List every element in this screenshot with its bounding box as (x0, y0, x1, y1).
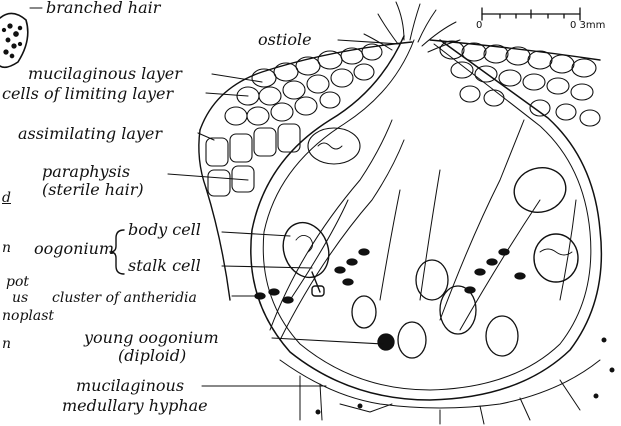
leader-limiting-layer (206, 93, 248, 96)
label-ostiole: ostiole (258, 32, 312, 48)
label-cells-of-limiting-layer: cells of limiting layer (2, 86, 173, 102)
medullary-hyphae (280, 338, 614, 424)
label-medullary-hyphae: medullary hyphae (62, 398, 208, 414)
leader-body-cell (222, 232, 290, 236)
label-mucilaginous: mucilaginous (76, 378, 184, 394)
scale-bar (482, 8, 580, 20)
leader-ostiole (338, 40, 400, 44)
branched-hair-cell-cluster (0, 13, 28, 67)
oogonium (276, 216, 336, 296)
thallus-outline (199, 40, 600, 300)
assimilating-layer-cells-left (206, 124, 360, 196)
cutoff-text-n: n (2, 240, 11, 256)
paraphyses (270, 120, 576, 340)
label-young-oogonium: young oogonium (84, 330, 219, 346)
label-diploid: (diploid) (118, 348, 186, 364)
cutoff-text-d: d (2, 190, 11, 206)
label-branched-hair: branched hair (46, 0, 160, 16)
label-stalk-cell: stalk cell (128, 258, 201, 274)
label-cluster-of-antheridia: cluster of antheridia (52, 290, 197, 306)
cutoff-text-us: us (12, 290, 28, 306)
scale-start: 0 (476, 20, 482, 31)
limiting-layer-cells-left (225, 44, 382, 125)
label-mucilaginous-layer: mucilaginous layer (28, 66, 182, 82)
cutoff-text-pot: pot (6, 274, 29, 290)
label-assimilating-layer: assimilating layer (18, 126, 162, 142)
oogonium-right (509, 162, 578, 282)
scale-end: 0 3mm (570, 20, 605, 31)
cutoff-text-noplast: noplast (2, 308, 54, 324)
label-oogonium: oogonium (34, 241, 114, 257)
label-paraphysis: paraphysis (42, 164, 130, 180)
label-sterile-hair: (sterile hair) (42, 182, 144, 198)
leader-stalk-cell (222, 266, 312, 268)
limiting-layer-cells-right (440, 41, 600, 126)
antheridia-cluster (255, 249, 525, 303)
leader-assimilating-layer (198, 133, 214, 140)
cutoff-text-n2: n (2, 336, 11, 352)
label-body-cell: body cell (128, 222, 201, 238)
leader-young-oogonium (272, 338, 384, 344)
